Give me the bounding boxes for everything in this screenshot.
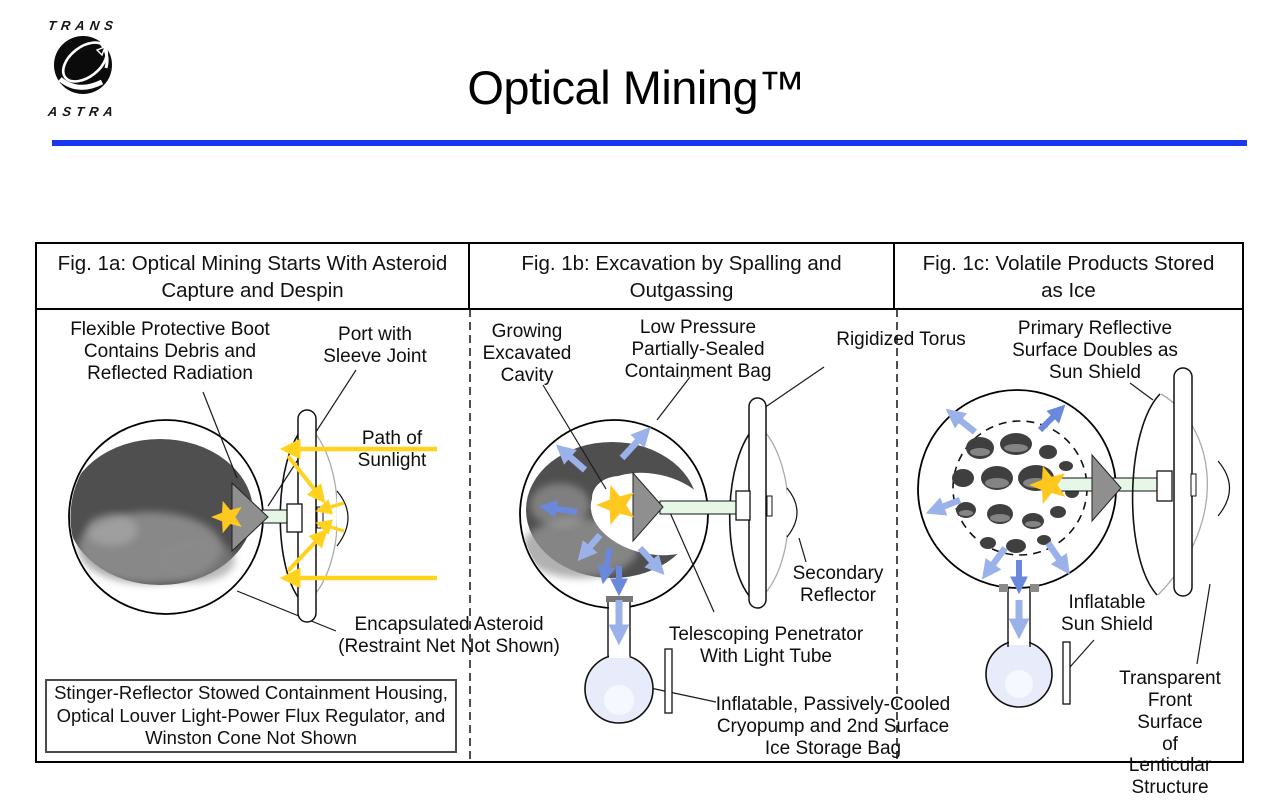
vapor-arrows-1c (925, 404, 1070, 580)
title-underline-rule (52, 140, 1247, 146)
stinger-reflector-cone-1c (1091, 453, 1122, 523)
label-flexible-boot: Flexible Protective Boot Contains Debris… (70, 319, 270, 384)
rigidized-torus-tube-1b (748, 397, 767, 609)
panel-1c-diagram (917, 367, 1230, 708)
leader-lines-1c (1069, 382, 1211, 668)
rubble-fragments-1c (952, 433, 1079, 553)
light-tube-1b (659, 500, 739, 515)
panel-dashed-dividers (469, 309, 898, 762)
secondary-reflector-1b (786, 487, 798, 538)
sun-shield-panel-1c (1062, 641, 1071, 705)
sunlight-arrows (279, 438, 437, 589)
port-sleeve-joint-1a (286, 503, 303, 533)
label-cryopump: Inflatable, Passively-Cooled Cryopump an… (715, 694, 951, 759)
logo-text-trans: TRANS (47, 18, 119, 33)
label-containment-bag: Low Pressure Partially-Sealed Containmen… (624, 317, 772, 382)
cryopump-flask-1b (584, 566, 654, 724)
page-title: Optical Mining™ (467, 61, 805, 114)
rigidized-torus-tube-1c (1173, 367, 1193, 597)
label-encapsulated-asteroid: Encapsulated Asteroid (Restraint Net Not… (338, 614, 560, 657)
secondary-reflector-1a (336, 490, 349, 547)
port-sleeve-joint-1c (1156, 470, 1173, 502)
figure-1-diagram (68, 309, 1230, 762)
panel-1a-header: Fig. 1a: Optical Mining Starts With Aste… (37, 244, 470, 308)
transastra-logo: TRANS ASTRA (28, 18, 138, 119)
port-sleeve-joint-1b (735, 490, 751, 521)
vapor-arrows-1b (538, 426, 665, 585)
ice-storage-flask-1c (985, 560, 1053, 708)
label-telescoping-penetrator: Telescoping Penetrator With Light Tube (668, 624, 864, 667)
label-primary-reflective: Primary Reflective Surface Doubles as Su… (1012, 318, 1178, 383)
lenticular-structure-1c (1131, 367, 1208, 597)
secondary-reflector-1c (1217, 460, 1230, 517)
label-secondary-reflector: Secondary Reflector (792, 563, 884, 606)
figure-1-frame: Fig. 1a: Optical Mining Starts With Aste… (35, 242, 1244, 763)
label-port-sleeve: Port with Sleeve Joint (323, 324, 427, 367)
panel-1c-header: Fig. 1c: Volatile Products Stored as Ice (922, 251, 1215, 302)
label-rigidized-torus: Rigidized Torus (836, 329, 966, 350)
label-transparent-front: Transparent Front Surface of Lenticular … (1119, 668, 1221, 799)
label-path-of-sunlight: Path of Sunlight (357, 428, 427, 471)
asteroid-1a (70, 439, 253, 585)
panel-1b-header: Fig. 1b: Excavation by Spalling and Outg… (470, 244, 895, 308)
stowed-components-note: Stinger-Reflector Stowed Containment Hou… (45, 679, 457, 753)
transastra-globe-icon (54, 36, 112, 94)
panel-1a-diagram (68, 369, 437, 632)
label-growing-cavity: Growing Excavated Cavity (482, 321, 572, 386)
stinger-reflector-cone-1b (632, 471, 664, 543)
logo-text-astra: ASTRA (47, 104, 119, 119)
radiator-panel-1b (664, 648, 673, 714)
figure-header-row: Fig. 1a: Optical Mining Starts With Aste… (37, 244, 1242, 310)
label-inflatable-sun-shield: Inflatable Sun Shield (1061, 592, 1153, 635)
panel-1b-diagram (519, 366, 825, 724)
